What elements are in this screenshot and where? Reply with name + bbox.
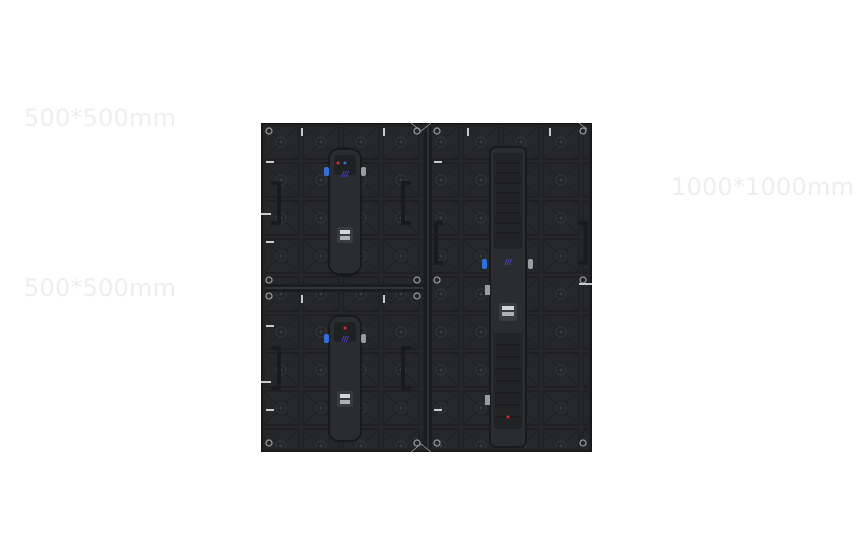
svg-text:///: /// (341, 335, 349, 344)
module-size-label-top: 500*500mm (24, 104, 177, 132)
brand-logo-icon: /// (341, 170, 349, 179)
svg-text:///: /// (504, 258, 512, 267)
control-box-large: /// (482, 146, 533, 448)
led-cabinet-rear-view: /// /// /// (261, 123, 592, 452)
clip-icon (324, 167, 329, 176)
mount-hole-icon (265, 127, 587, 447)
module-size-label-large: 1000*1000mm (671, 173, 855, 201)
edge-markers (261, 128, 592, 411)
module-size-label-bottom: 500*500mm (24, 274, 177, 302)
handles (271, 181, 588, 390)
control-box-bottom-left: /// (324, 315, 366, 442)
control-box-top-left: /// (324, 147, 366, 277)
